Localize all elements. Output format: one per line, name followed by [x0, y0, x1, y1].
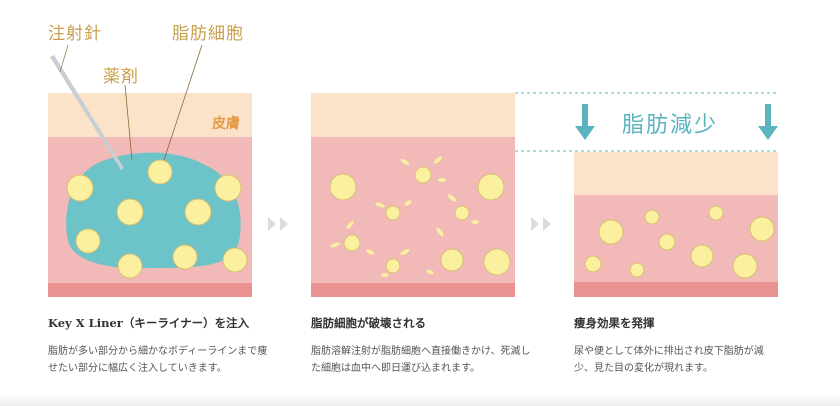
drug-label: 薬剤	[103, 67, 139, 87]
step-3-desc: 尿や便として体外に排出され皮下脂肪が減少、見た目の変化が現れます。	[574, 346, 764, 374]
fat-reduction-label: 脂肪減少	[622, 113, 719, 138]
step-2-desc: 脂肪溶解注射が脂肪細胞へ直接働きかけ、死滅した細胞は血中へ即日運び込まれます。	[311, 346, 531, 374]
step-1-desc: 脂肪が多い部分から細かなボディーラインまで痩せたい部分に幅広く注入していきます。	[48, 346, 268, 374]
step-1-title: Key X Liner（キーライナー）を注入	[48, 316, 250, 330]
next-chevron-icon	[268, 217, 551, 231]
step-2-title: 脂肪細胞が破壊される	[311, 316, 426, 330]
arrow-down-icon	[575, 104, 778, 140]
needle-label: 注射針	[48, 24, 102, 44]
fat-cell-label: 脂肪細胞	[172, 24, 244, 44]
footer-shadow	[0, 394, 840, 406]
step-3-title: 痩身効果を発揮	[574, 316, 655, 330]
panel-injection	[48, 44, 252, 297]
skin-label: 皮膚	[212, 116, 240, 132]
panel-reduced	[515, 92, 778, 297]
drug-blob	[66, 152, 241, 269]
panel-destroyed	[311, 93, 515, 297]
needle-icon	[50, 55, 124, 170]
